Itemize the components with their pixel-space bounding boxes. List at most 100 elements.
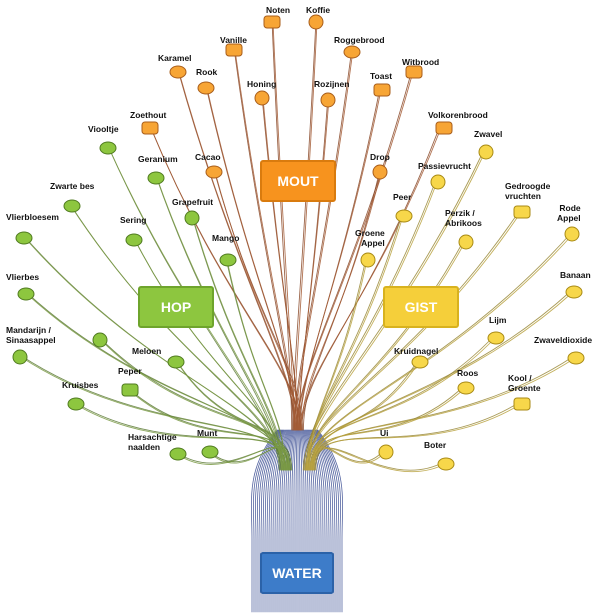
branch-line	[301, 429, 307, 613]
pepper-icon	[121, 383, 139, 397]
label-kruisbes: Kruisbes	[62, 380, 99, 390]
rye-bread-icon	[343, 45, 361, 59]
banana-icon	[565, 285, 583, 299]
rose-icon	[457, 381, 475, 395]
branch-line	[283, 429, 293, 613]
glue-icon	[487, 331, 505, 345]
raisins-icon	[320, 92, 336, 108]
branch-line	[279, 429, 291, 613]
label-karamel: Karamel	[158, 53, 192, 63]
white-bread-icon	[405, 65, 423, 79]
branch-line	[313, 401, 521, 471]
branch-line	[308, 259, 368, 471]
label-vanille: Vanille	[220, 35, 247, 45]
label-drop: Drop	[370, 152, 390, 162]
label-vlierbloesem: Vlierbloesem	[6, 212, 59, 222]
branch-line	[20, 356, 287, 471]
cabbage-icon	[513, 397, 531, 411]
branch-line	[214, 171, 302, 431]
mango-icon	[219, 253, 237, 267]
branch-line	[309, 291, 574, 471]
label-roos: Roos	[457, 368, 479, 378]
hop-box: HOP	[138, 286, 214, 328]
branch-line	[178, 71, 297, 431]
branch-line	[100, 339, 291, 471]
blackcurrant-icon	[63, 199, 81, 213]
label-roggebrood: Roggebrood	[334, 35, 385, 45]
label-kool: Kool / Groente	[508, 373, 541, 393]
branch-line	[303, 429, 311, 613]
branch-line	[310, 357, 576, 471]
label-zwavel: Zwavel	[474, 129, 503, 139]
label-perzik: Perzik / Abrikoos	[445, 208, 482, 228]
label-mandarijn: Mandarijn / Sinaasappel	[6, 325, 56, 345]
branch-line	[303, 179, 437, 471]
clove-icon	[411, 355, 429, 369]
label-zwarte-bes: Zwarte bes	[50, 181, 95, 191]
caramel-icon	[169, 65, 187, 79]
yeast-box: GIST	[383, 286, 459, 328]
branch-line	[255, 429, 280, 613]
label-honing: Honing	[247, 79, 277, 89]
smoke-icon	[197, 81, 215, 95]
branch-line	[292, 19, 317, 431]
wholewheat-bread-icon	[435, 121, 453, 135]
branch-line	[271, 19, 293, 431]
elderflower-icon	[15, 231, 33, 245]
branch-line	[308, 257, 367, 471]
branch-line	[315, 447, 445, 471]
label-peper: Peper	[118, 366, 142, 376]
branch-line	[291, 429, 296, 613]
violet-icon	[99, 141, 117, 155]
grapefruit-icon	[184, 210, 200, 226]
branch-line	[300, 429, 305, 613]
melon-icon	[167, 355, 185, 369]
branch-line	[302, 429, 309, 613]
branch-line	[302, 169, 381, 431]
branch-line	[287, 429, 294, 613]
branch-line	[281, 429, 292, 613]
lilac-icon	[125, 233, 143, 247]
branch-line	[176, 446, 290, 471]
label-meloen: Meloen	[132, 346, 162, 356]
branch-line	[206, 87, 298, 431]
water-label: WATER	[272, 565, 322, 581]
label-grapefruit: Grapefruit	[172, 197, 214, 207]
red-apple-icon	[564, 226, 580, 242]
branch-line	[150, 127, 301, 431]
label-kruidnagel: Kruidnagel	[394, 346, 439, 356]
label-rook: Rook	[196, 67, 218, 77]
sulfur-icon	[478, 144, 494, 160]
label-banaan: Banaan	[560, 270, 591, 280]
malt-label: MOUT	[277, 173, 319, 189]
water-box: WATER	[260, 552, 334, 594]
branch-line	[253, 429, 279, 613]
branch-line	[307, 231, 573, 471]
mandarin-icon	[12, 349, 28, 365]
passionfruit-icon	[430, 174, 446, 190]
branch-line	[251, 429, 278, 613]
licorice-root-icon	[141, 121, 159, 135]
label-vlierbes: Vlierbes	[6, 272, 40, 282]
label-boter: Boter	[424, 440, 447, 450]
label-cacao: Cacao	[195, 152, 221, 162]
branch-line	[208, 446, 290, 471]
sulfur-dioxide-icon	[567, 351, 585, 365]
label-volkorenbrood: Volkorenbrood	[428, 110, 488, 120]
pear-icon	[395, 209, 413, 223]
branch-line	[299, 429, 303, 613]
label-mango: Mango	[212, 233, 240, 243]
cacao-icon	[205, 165, 223, 179]
branch-line	[293, 429, 297, 613]
label-noten: Noten	[266, 5, 291, 15]
malt-box: MOUT	[260, 160, 336, 202]
toast-icon	[373, 83, 391, 97]
branch-line	[311, 361, 420, 471]
nuts-icon	[263, 15, 281, 29]
coffee-icon	[308, 14, 324, 30]
label-witbrood: Witbrood	[402, 57, 440, 67]
branch-line	[128, 389, 288, 471]
label-peer: Peer	[393, 192, 412, 202]
branch-line	[108, 147, 282, 471]
onion-icon	[378, 444, 394, 460]
